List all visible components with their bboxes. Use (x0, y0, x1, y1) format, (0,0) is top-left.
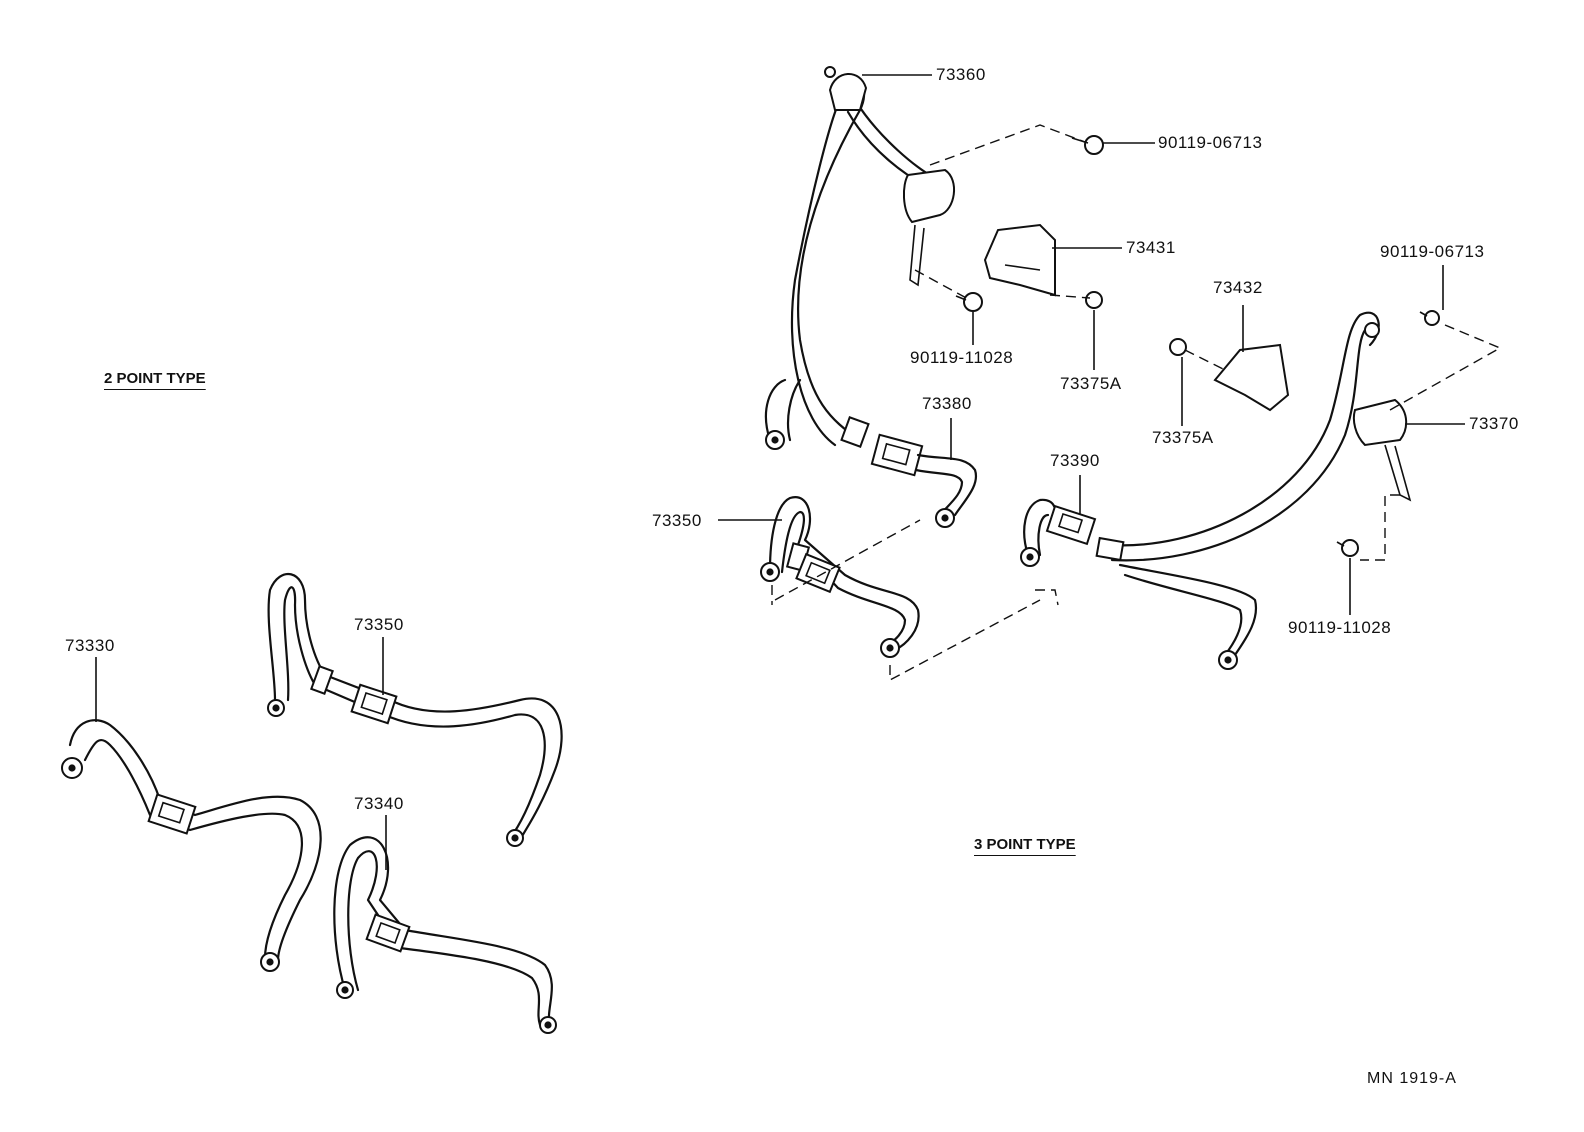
label-73390: 73390 (1050, 451, 1100, 470)
label-73360: 73360 (936, 65, 986, 84)
buckle-73390 (1020, 498, 1097, 567)
label-73380: 73380 (922, 394, 972, 413)
label-90119-11028-upper: 90119-11028 (910, 348, 1014, 367)
label-73375A-right: 73375A (1152, 428, 1214, 447)
belt-73360 (765, 73, 956, 450)
label-90119-06713-right: 90119-06713 (1380, 242, 1485, 261)
label-90119-06713-top: 90119-06713 (1158, 133, 1263, 152)
title-two-point-type: 2 POINT TYPE (104, 370, 206, 387)
label-73432: 73432 (1213, 278, 1263, 297)
belt-73340 (333, 836, 557, 1034)
belt-73330 (61, 719, 322, 972)
label-73330: 73330 (65, 636, 115, 655)
label-73340: 73340 (354, 794, 404, 813)
assembly-lines (771, 124, 1502, 682)
label-73350-3pt: 73350 (652, 511, 702, 530)
cover-73431 (983, 223, 1056, 297)
cover-73432 (1213, 343, 1290, 412)
belt-73350-2pt (267, 572, 563, 847)
belt-73350-3pt (760, 496, 920, 658)
label-73375A-left: 73375A (1060, 374, 1122, 393)
belt-73370 (1095, 311, 1412, 670)
diagram-code: MN 1919-A (1367, 1070, 1457, 1087)
label-90119-11028-lower: 90119-11028 (1288, 618, 1392, 637)
title-three-point-type: 3 POINT TYPE (974, 836, 1076, 853)
label-73370: 73370 (1469, 414, 1519, 433)
buckle-73380 (870, 433, 978, 528)
leaders-3pt (718, 74, 1465, 615)
label-73431: 73431 (1126, 238, 1176, 257)
bolts (824, 66, 1440, 557)
label-73350-2pt: 73350 (354, 615, 404, 634)
